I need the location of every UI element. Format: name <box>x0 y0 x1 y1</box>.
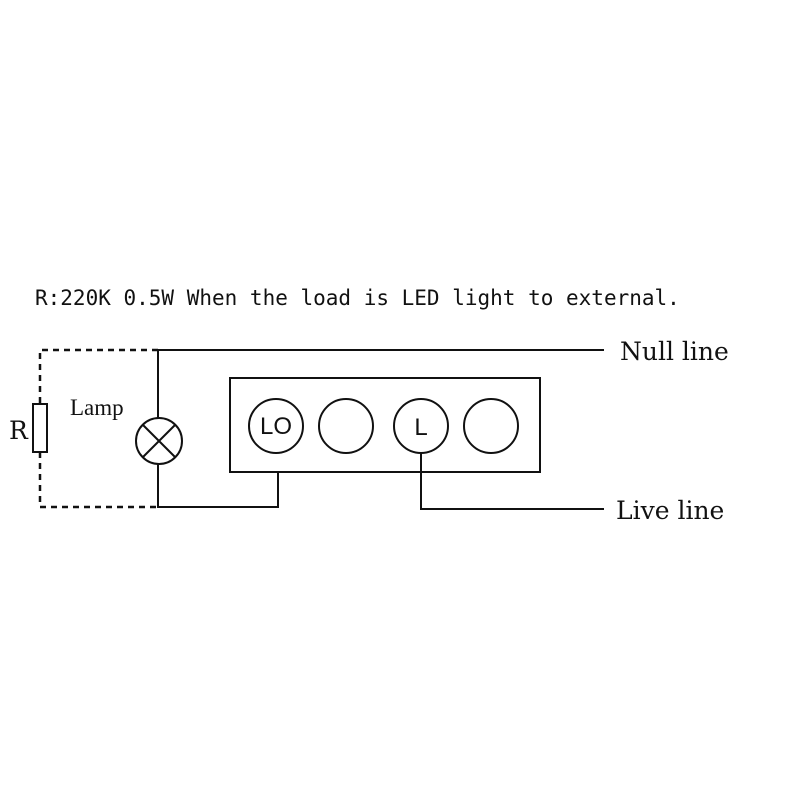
terminal-2-circle <box>318 398 374 454</box>
terminal-4-circle <box>463 398 519 454</box>
terminal-l: L <box>393 398 449 454</box>
resistor-dashed-loop <box>38 348 158 509</box>
null-line-label: Null line <box>620 337 729 366</box>
terminal-lo-circle <box>248 398 304 454</box>
lamp-label: Lamp <box>70 395 124 420</box>
terminal-l-label: L <box>414 414 427 441</box>
terminal-lo: LO <box>248 398 304 454</box>
resistor-note-text: R:220K 0.5W When the load is LED light t… <box>35 286 680 310</box>
terminal-4 <box>463 398 519 454</box>
lamp-to-lo-wire <box>157 448 279 508</box>
live-line-label: Live line <box>616 496 724 525</box>
resistor-symbol <box>32 403 48 453</box>
live-line-wire <box>420 453 604 510</box>
resistor-label: R <box>9 416 29 445</box>
terminal-2 <box>318 398 374 454</box>
lamp-cross-icon <box>142 424 176 458</box>
terminal-lo-label: LO <box>260 413 292 440</box>
